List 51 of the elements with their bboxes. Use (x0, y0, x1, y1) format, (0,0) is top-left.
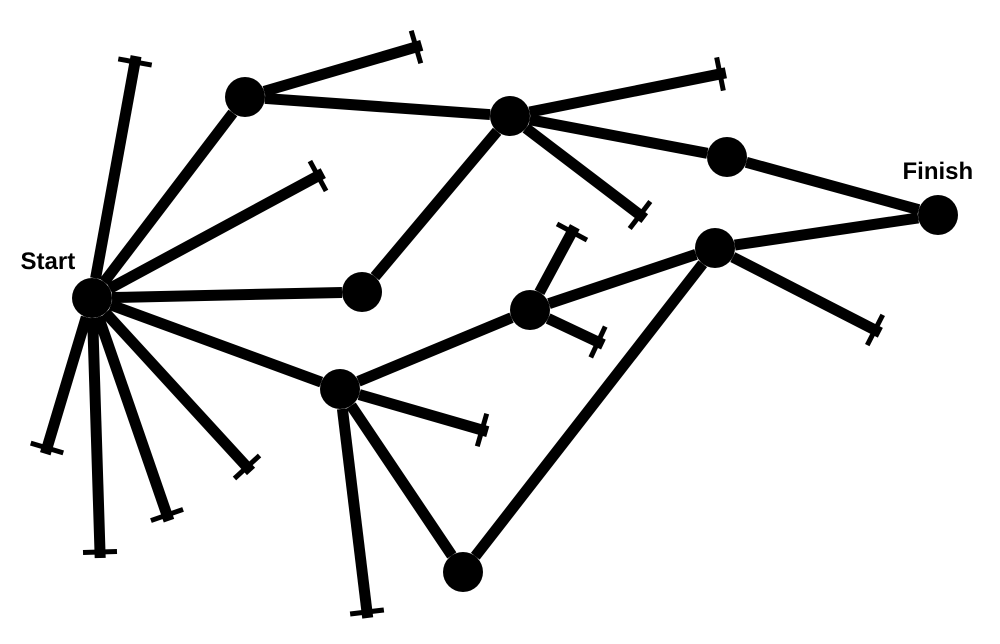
connector-line (370, 128, 502, 280)
dead-end-mark (232, 454, 262, 480)
connector-line (101, 309, 256, 476)
connector-line (358, 389, 490, 437)
dead-end-mark (865, 314, 885, 346)
node-dot (918, 195, 958, 235)
connector-line (528, 67, 727, 118)
connector-line (264, 92, 490, 120)
connector-line (106, 168, 326, 294)
connector-line (93, 315, 174, 522)
connector-line (470, 260, 708, 560)
dead-end-mark (350, 607, 384, 617)
node-dot (490, 96, 530, 136)
dead-end-mark (82, 548, 118, 556)
dead-end-mark (474, 412, 490, 448)
connector-line (108, 300, 324, 388)
connector-line (87, 318, 106, 558)
dead-end-mark (150, 507, 184, 523)
connector-line (547, 249, 698, 309)
connector-line (90, 55, 142, 280)
connector-line (534, 224, 580, 295)
connector-line (336, 408, 374, 619)
dead-end-mark (556, 222, 588, 242)
node-caption: Start (20, 248, 76, 276)
dead-end-mark (588, 326, 608, 358)
connector-line (112, 286, 342, 304)
connector-line (734, 212, 920, 251)
connector-line (546, 314, 606, 350)
connector-line (346, 402, 456, 558)
node-dot (342, 272, 382, 312)
dead-end-mark (714, 56, 726, 92)
connector-line (356, 312, 514, 386)
node-dot (695, 228, 735, 268)
node-dot (510, 290, 550, 330)
connector-line (528, 114, 708, 159)
node-dot (707, 137, 747, 177)
connector-line (262, 40, 424, 97)
connector-line (522, 124, 648, 224)
dead-end-mark (408, 30, 424, 64)
node-dot (443, 552, 483, 592)
node-dot (225, 77, 265, 117)
connector-line (730, 252, 883, 338)
connector-line (744, 157, 920, 215)
connector-line (100, 110, 238, 286)
dead-end-mark (118, 56, 152, 68)
dead-end-mark (628, 200, 652, 230)
node-dot (72, 278, 112, 318)
node-caption: Finish (902, 158, 974, 186)
dead-end-mark (308, 160, 328, 192)
dead-end-mark (30, 440, 64, 456)
node-dot (320, 369, 360, 409)
